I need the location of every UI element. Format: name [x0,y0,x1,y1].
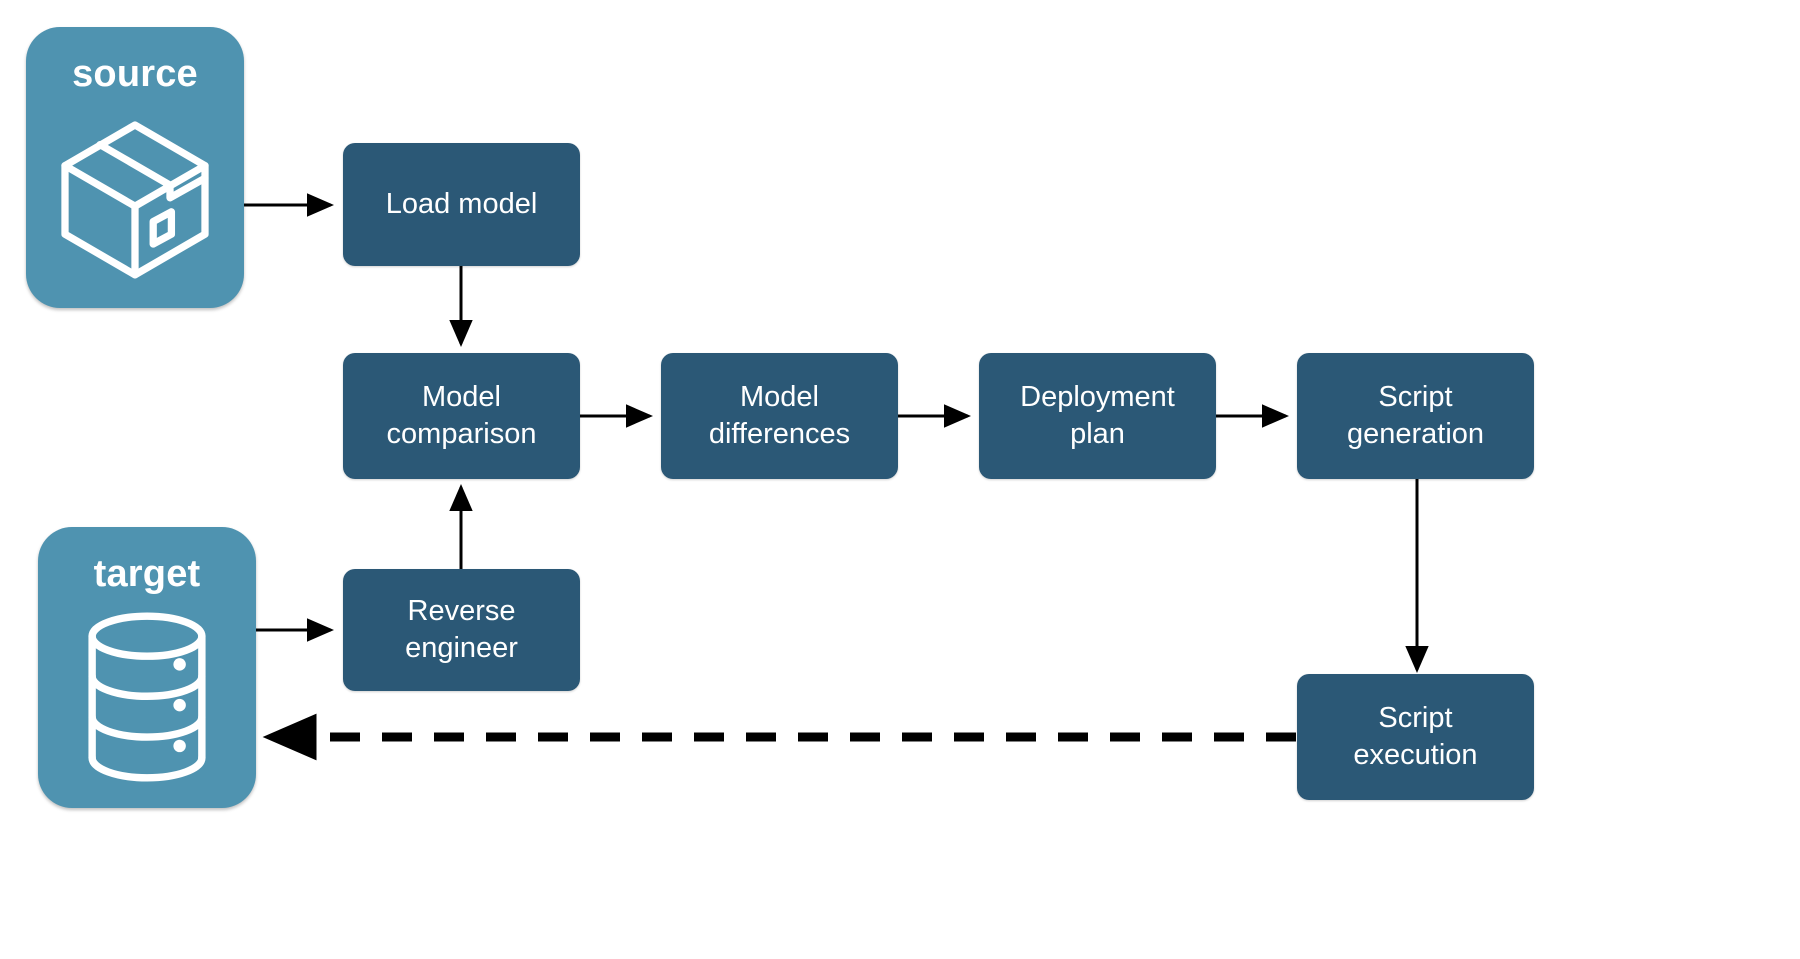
process-box-deployment-plan-line2: plan [1070,418,1125,450]
process-box-reverse-engineer-line1: Reverse [407,594,516,627]
endpoint-target-label: target [93,553,201,595]
process-box-model-differences[interactable]: Model differences [661,353,898,479]
process-box-load-model-line1: Load model [385,187,538,220]
process-box-model-comparison-line1: Model [422,380,501,413]
endpoint-source-label: source [72,53,198,95]
package-box-icon [51,111,219,284]
process-box-model-differences-line1: Model [740,380,819,413]
process-box-model-comparison-line2: comparison [386,418,537,450]
endpoint-target[interactable]: target [38,527,256,808]
process-box-script-generation[interactable]: Script generation [1297,353,1534,479]
process-box-script-execution-line1: Script [1378,701,1453,734]
process-box-reverse-engineer-line2: engineer [405,632,518,664]
endpoint-source[interactable]: source [26,27,244,308]
process-box-deployment-plan-line1: Deployment [1020,380,1175,413]
process-box-script-execution[interactable]: Script execution [1297,674,1534,800]
database-cylinder-icon [72,611,222,788]
process-box-deployment-plan[interactable]: Deployment plan [979,353,1216,479]
process-box-model-differences-line2: differences [708,418,851,450]
process-box-model-comparison[interactable]: Model comparison [343,353,580,479]
process-box-script-generation-line1: Script [1378,380,1453,413]
process-box-load-model[interactable]: Load model [343,143,580,266]
process-box-reverse-engineer[interactable]: Reverse engineer [343,569,580,691]
process-box-script-generation-line2: generation [1346,418,1485,450]
process-box-script-execution-line2: execution [1353,739,1478,771]
